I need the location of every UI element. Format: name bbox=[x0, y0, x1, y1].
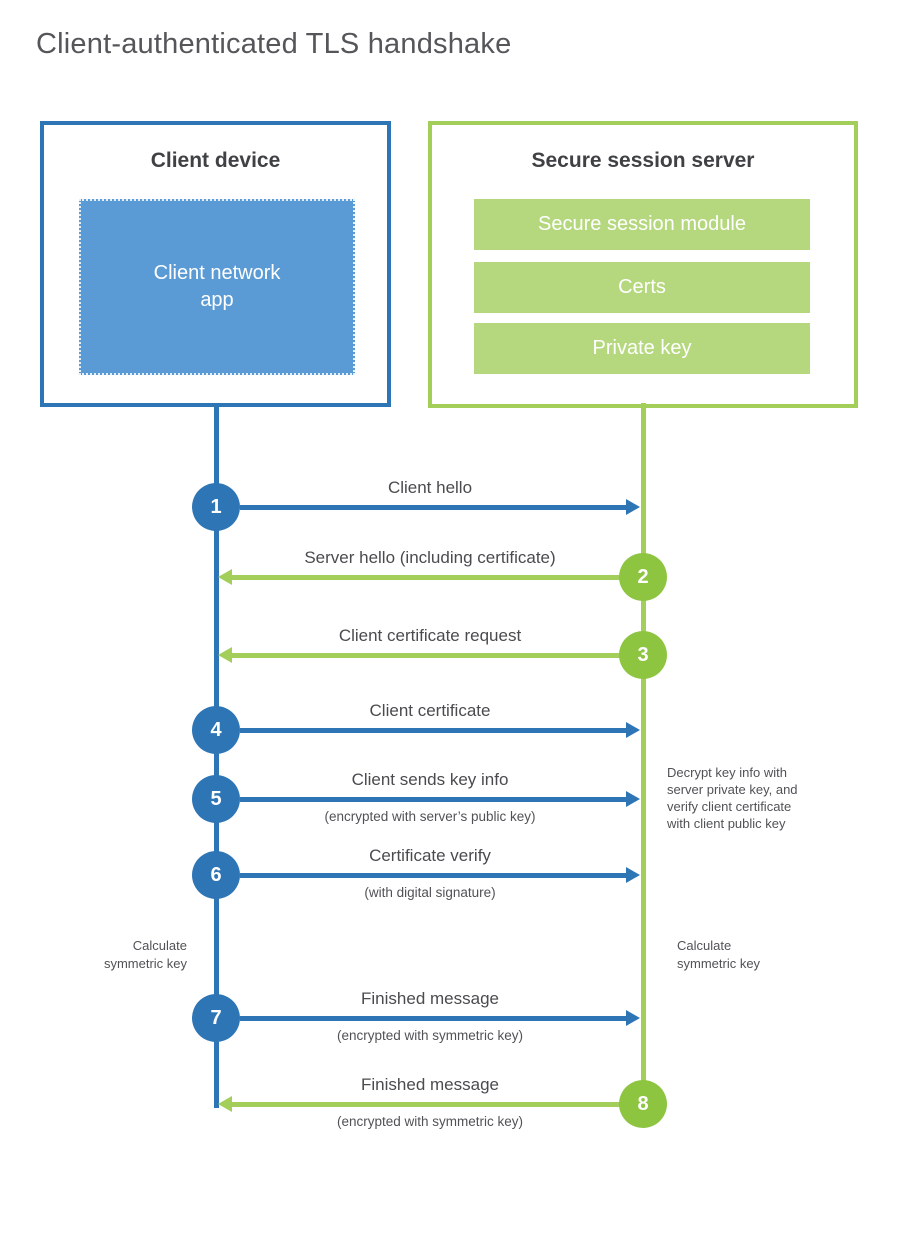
step-1-arrowhead-icon bbox=[626, 499, 640, 515]
step-3-arrowhead-icon bbox=[218, 647, 232, 663]
server-decrypt-note-line3: verify client certificate bbox=[667, 799, 792, 814]
client-calculate-key-line1: Calculate bbox=[132, 938, 187, 953]
step-7-marker: 7 bbox=[192, 994, 240, 1042]
step-4-arrow bbox=[240, 728, 628, 733]
step-5-label: Client sends key info bbox=[351, 770, 509, 789]
step-1-marker: 1 bbox=[192, 483, 240, 531]
server-decrypt-note-line1: Decrypt key info with bbox=[667, 765, 787, 780]
step-6-arrow bbox=[240, 873, 628, 878]
step-6-label: Certificate verify bbox=[369, 846, 491, 865]
client-calculate-key-line2: symmetric key bbox=[103, 955, 187, 971]
step-5-sublabel: (encrypted with server’s public key) bbox=[324, 809, 536, 824]
client-device-title: Client device bbox=[150, 149, 281, 172]
step-1-arrow bbox=[240, 505, 628, 510]
step-6-marker: 6 bbox=[192, 851, 240, 899]
server-lifeline bbox=[641, 403, 646, 1085]
step-5-arrow bbox=[240, 797, 628, 802]
step-2-label: Server hello (including certificate) bbox=[304, 548, 556, 567]
server-decrypt-note: Decrypt key info with server private key… bbox=[667, 764, 798, 832]
step-8-label: Finished message bbox=[361, 1075, 499, 1094]
step-2-arrow bbox=[230, 575, 620, 580]
server-module-private-key: Private key bbox=[474, 323, 810, 374]
step-8-arrow bbox=[230, 1102, 620, 1107]
client-lifeline bbox=[214, 403, 219, 1108]
client-network-app-box: Client network app bbox=[79, 199, 355, 375]
step-7-arrowhead-icon bbox=[626, 1010, 640, 1026]
step-8-marker: 8 bbox=[619, 1080, 667, 1128]
step-6-arrowhead-icon bbox=[626, 867, 640, 883]
server-decrypt-note-line4: with client public key bbox=[667, 816, 786, 831]
step-7-sublabel: (encrypted with symmetric key) bbox=[336, 1028, 524, 1043]
server-module-certs: Certs bbox=[474, 262, 810, 313]
step-6-sublabel: (with digital signature) bbox=[364, 885, 496, 900]
step-3-arrow bbox=[230, 653, 620, 658]
step-7-arrow bbox=[240, 1016, 628, 1021]
step-8-sublabel: (encrypted with symmetric key) bbox=[336, 1114, 524, 1129]
step-7-label: Finished message bbox=[361, 989, 499, 1008]
step-5-marker: 5 bbox=[192, 775, 240, 823]
page-title: Client-authenticated TLS handshake bbox=[36, 28, 512, 60]
client-calculate-key-note: Calculate symmetric key bbox=[37, 937, 187, 972]
server-module-secure-session: Secure session module bbox=[474, 199, 810, 250]
step-8-arrowhead-icon bbox=[218, 1096, 232, 1112]
client-app-label-line1: Client network bbox=[153, 262, 281, 284]
step-4-arrowhead-icon bbox=[626, 722, 640, 738]
server-calculate-key-line1: Calculate bbox=[677, 938, 732, 953]
step-4-label: Client certificate bbox=[369, 701, 491, 720]
step-3-label: Client certificate request bbox=[338, 626, 522, 645]
step-3-marker: 3 bbox=[619, 631, 667, 679]
step-4-marker: 4 bbox=[192, 706, 240, 754]
step-2-marker: 2 bbox=[619, 553, 667, 601]
server-decrypt-note-line2: server private key, and bbox=[667, 782, 798, 797]
server-calculate-key-note: Calculate symmetric key bbox=[677, 937, 760, 972]
client-app-label-line2: app bbox=[200, 289, 234, 311]
secure-session-server-title: Secure session server bbox=[531, 149, 755, 172]
step-2-arrowhead-icon bbox=[218, 569, 232, 585]
server-calculate-key-line2: symmetric key bbox=[677, 955, 761, 971]
step-1-label: Client hello bbox=[387, 478, 473, 497]
step-5-arrowhead-icon bbox=[626, 791, 640, 807]
